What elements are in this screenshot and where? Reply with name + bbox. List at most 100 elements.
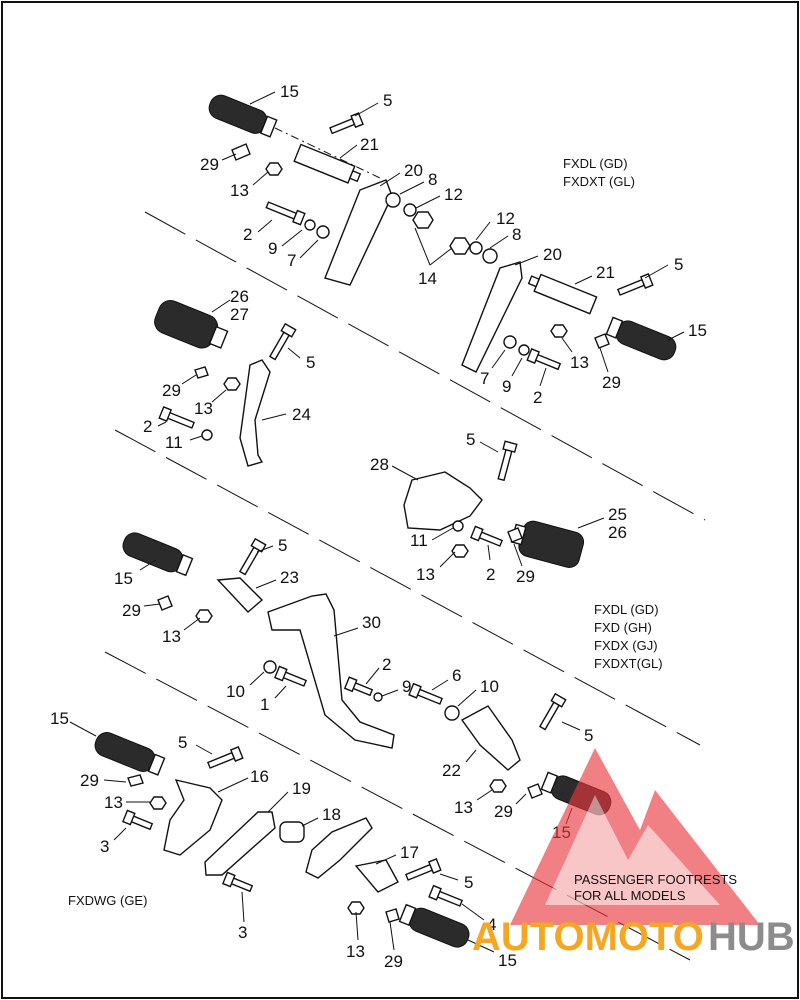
label-15: 15 [280, 82, 299, 101]
label-14: 14 [418, 269, 437, 288]
label-2: 2 [486, 565, 495, 584]
label-26: 26 [230, 287, 249, 306]
footpeg-26-27 [154, 299, 229, 349]
group-center [403, 440, 585, 568]
label-7: 7 [287, 251, 296, 270]
label-15: 15 [50, 709, 69, 728]
bracket-28 [403, 471, 483, 531]
label-3: 3 [100, 837, 109, 856]
nut-13-c [223, 377, 241, 391]
label-13: 13 [230, 181, 249, 200]
nut-13-f [489, 779, 507, 793]
bolt-6 [408, 682, 444, 705]
footpeg-15-e [94, 732, 166, 776]
nut-14-b [449, 237, 471, 255]
label-29: 29 [516, 567, 535, 586]
label-5: 5 [178, 733, 187, 752]
caption-model-mid-1: FXDL (GD) [594, 602, 659, 617]
footpeg-15-c [122, 532, 194, 577]
group-mid-left [154, 299, 297, 467]
washer-8-b [482, 248, 498, 264]
label-13: 13 [194, 399, 213, 418]
label-29: 29 [602, 373, 621, 392]
label-7: 7 [480, 369, 489, 388]
label-5: 5 [464, 873, 473, 892]
bolt-3-b [222, 871, 254, 893]
caption-model-top-2: FXDXT (GL) [563, 174, 635, 189]
label-13: 13 [162, 627, 181, 646]
watermark-logo-icon [510, 748, 760, 925]
label-13: 13 [346, 942, 365, 961]
label-20: 20 [543, 245, 562, 264]
label-2: 2 [382, 655, 391, 674]
bolt-2-d [470, 525, 504, 547]
watermark: PASSENGER FOOTRESTS FOR ALL MODELS AUTOM… [472, 748, 795, 959]
mount-23 [216, 577, 264, 613]
label-25: 25 [608, 505, 627, 524]
bolt-3-a [122, 809, 154, 831]
label-28: 28 [370, 455, 389, 474]
cap-29-g [127, 774, 144, 787]
bolt-2-c [158, 406, 196, 429]
label-27: 27 [230, 305, 249, 324]
nut-13-g [149, 796, 167, 810]
bracket-24 [239, 359, 271, 467]
label-15: 15 [688, 321, 707, 340]
label-13: 13 [104, 793, 123, 812]
model-captions: FXDL (GD) FXDXT (GL) FXDL (GD) FXD (GH) … [68, 156, 663, 908]
label-8: 8 [428, 170, 437, 189]
group-mid [122, 532, 612, 816]
label-9: 9 [502, 377, 511, 396]
cap-29-d [507, 527, 523, 543]
washer-12-a [403, 203, 417, 217]
label-19: 19 [292, 779, 311, 798]
label-3: 3 [238, 923, 247, 942]
part-labels: 15 5 21 29 13 20 8 12 2 9 7 14 12 8 20 5… [50, 82, 707, 971]
bracket-16 [163, 779, 223, 856]
mount-17 [354, 859, 399, 893]
separator-2 [114, 429, 701, 746]
washer-9-b [518, 344, 530, 356]
label-5: 5 [466, 430, 475, 449]
washer-12-b [469, 241, 483, 255]
caption-model-mid-3: FXDX (GJ) [594, 638, 658, 653]
label-15: 15 [498, 951, 517, 970]
cap-29-a [231, 143, 251, 161]
bolt-5-e [238, 537, 267, 576]
cap-29-b [594, 333, 610, 349]
label-9: 9 [402, 677, 411, 696]
label-12: 12 [496, 209, 515, 228]
label-17: 17 [400, 843, 419, 862]
label-30: 30 [362, 613, 381, 632]
nut-14-a [412, 211, 434, 229]
caption-model-bottom: FXDWG (GE) [68, 893, 147, 908]
label-6: 6 [452, 666, 461, 685]
bolt-5-h [404, 858, 442, 881]
label-29: 29 [494, 802, 513, 821]
shift-lever-17 [305, 817, 373, 879]
label-10: 10 [226, 682, 245, 701]
label-2: 2 [143, 417, 152, 436]
label-9: 9 [268, 239, 277, 258]
label-13: 13 [454, 798, 473, 817]
washer-11-a [201, 429, 213, 441]
label-10: 10 [480, 677, 499, 696]
label-5: 5 [306, 353, 315, 372]
passenger-note-line-2: FOR ALL MODELS [574, 888, 686, 903]
label-15: 15 [114, 569, 133, 588]
label-21: 21 [596, 263, 615, 282]
washer-11-b [452, 520, 464, 532]
label-23: 23 [280, 568, 299, 587]
lever-30 [267, 593, 395, 749]
cap-29-c [194, 366, 209, 379]
bolt-2-a [265, 201, 306, 226]
label-13: 13 [570, 353, 589, 372]
label-1: 1 [260, 695, 269, 714]
nut-13-d [451, 544, 469, 558]
group-upper-right [449, 237, 677, 373]
label-5: 5 [674, 255, 683, 274]
caption-model-mid-2: FXD (GH) [594, 620, 652, 635]
caption-model-top-1: FXDL (GD) [563, 156, 628, 171]
washer-7-a [316, 225, 330, 239]
